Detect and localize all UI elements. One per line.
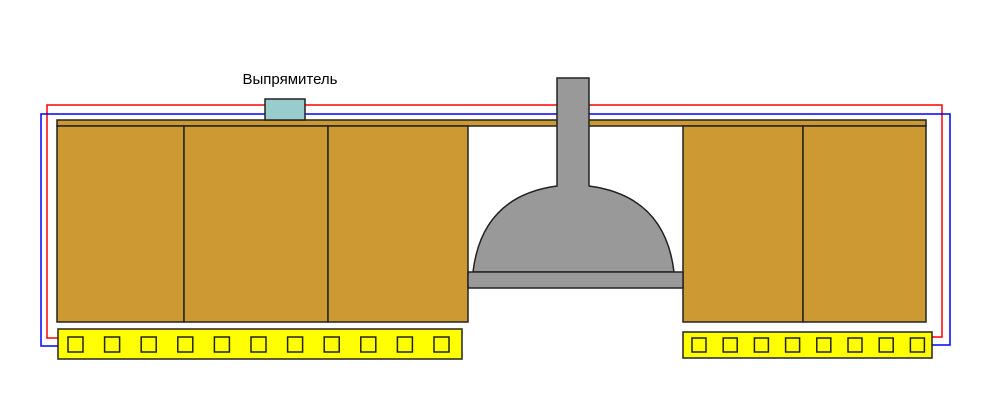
led-segment bbox=[250, 336, 267, 353]
led-segment bbox=[909, 337, 926, 353]
led-segment bbox=[67, 336, 84, 353]
range-hood bbox=[467, 77, 684, 289]
hood-shelf bbox=[467, 271, 684, 289]
led-segment bbox=[691, 337, 707, 353]
led-segment bbox=[360, 336, 377, 353]
led-segment bbox=[878, 337, 894, 353]
hood-body bbox=[472, 77, 675, 273]
led-strip-left bbox=[57, 328, 463, 360]
led-segment bbox=[177, 336, 194, 353]
led-segment bbox=[816, 337, 832, 353]
rectifier-label: Выпрямитель bbox=[242, 71, 337, 88]
led-segment bbox=[847, 337, 863, 353]
led-segment bbox=[433, 336, 450, 353]
countertop bbox=[56, 119, 927, 127]
led-segment bbox=[722, 337, 738, 353]
led-segment bbox=[323, 336, 340, 353]
left-cabinets bbox=[56, 125, 469, 323]
cabinet bbox=[183, 125, 329, 323]
led-segment bbox=[103, 336, 121, 353]
negative-wire bbox=[40, 113, 951, 347]
led-segment bbox=[784, 337, 801, 353]
led-segment bbox=[286, 336, 304, 353]
led-segment bbox=[396, 336, 414, 353]
led-segment bbox=[140, 336, 157, 353]
positive-wire bbox=[46, 104, 943, 339]
cabinet bbox=[682, 125, 804, 323]
rectifier-box bbox=[264, 98, 306, 121]
led-segment bbox=[213, 336, 231, 353]
cabinet bbox=[802, 125, 927, 323]
led-segment bbox=[753, 337, 770, 353]
led-strip-right bbox=[682, 331, 933, 359]
right-cabinets bbox=[682, 125, 927, 323]
cabinet bbox=[56, 125, 185, 323]
cabinet bbox=[327, 125, 469, 323]
led-strip-body bbox=[682, 331, 933, 359]
